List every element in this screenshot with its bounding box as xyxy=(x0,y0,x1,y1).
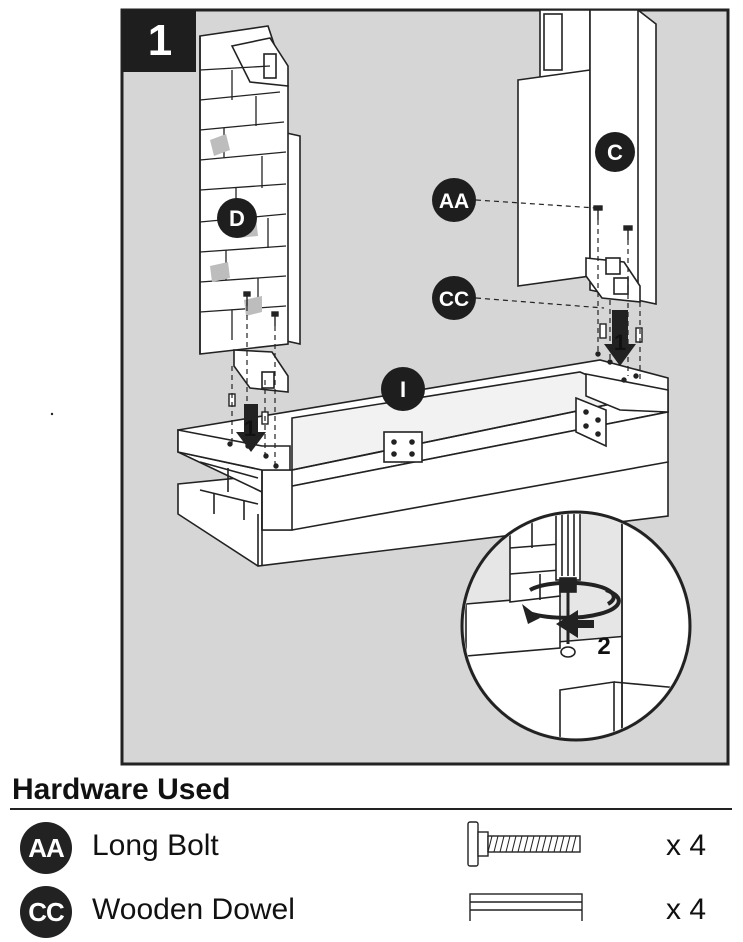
label-c-badge xyxy=(595,132,635,172)
label-i: I xyxy=(400,377,406,402)
callout-cc: CC xyxy=(439,288,469,311)
callout-aa-badge xyxy=(432,178,476,222)
label-d-badge xyxy=(217,198,257,238)
hardware-name: Wooden Dowel xyxy=(92,893,295,926)
assembly-diagram: D C I xyxy=(50,8,730,921)
zoom-step-label: 2 xyxy=(597,633,610,660)
arrow-right xyxy=(604,310,636,366)
step-number: 1 xyxy=(147,16,173,65)
hardware-quantity: x 4 xyxy=(666,893,707,926)
hardware-item-long-bolt: AA Long Bolt x 4 xyxy=(0,818,743,878)
arrow-left-label: 1 xyxy=(244,416,256,441)
base-frame-i xyxy=(177,359,669,567)
arrow-right-label: 1 xyxy=(614,330,626,355)
callout-aa: AA xyxy=(439,190,469,213)
hardware-code-badge: CC xyxy=(20,886,72,938)
hardware-quantity: x 4 xyxy=(666,829,707,862)
long-bolt-image xyxy=(467,821,581,867)
hardware-name: Long Bolt xyxy=(92,829,219,862)
guide-lines xyxy=(231,199,641,466)
bracket-front xyxy=(383,431,423,463)
callout-cc-badge xyxy=(432,276,476,320)
hardware-item-wooden-dowel: CC Wooden Dowel x 4 xyxy=(0,882,743,942)
hardware-title: Hardware Used xyxy=(12,773,231,806)
side-panel-c xyxy=(517,9,657,305)
hardware-code-badge: AA xyxy=(20,822,72,874)
step-number-box xyxy=(122,10,196,72)
wooden-dowel-image xyxy=(469,893,583,921)
arrow-left xyxy=(236,404,266,452)
label-c: C xyxy=(607,140,623,165)
label-i-badge xyxy=(381,367,425,411)
hardware-divider xyxy=(10,808,732,810)
label-d: D xyxy=(229,206,245,231)
